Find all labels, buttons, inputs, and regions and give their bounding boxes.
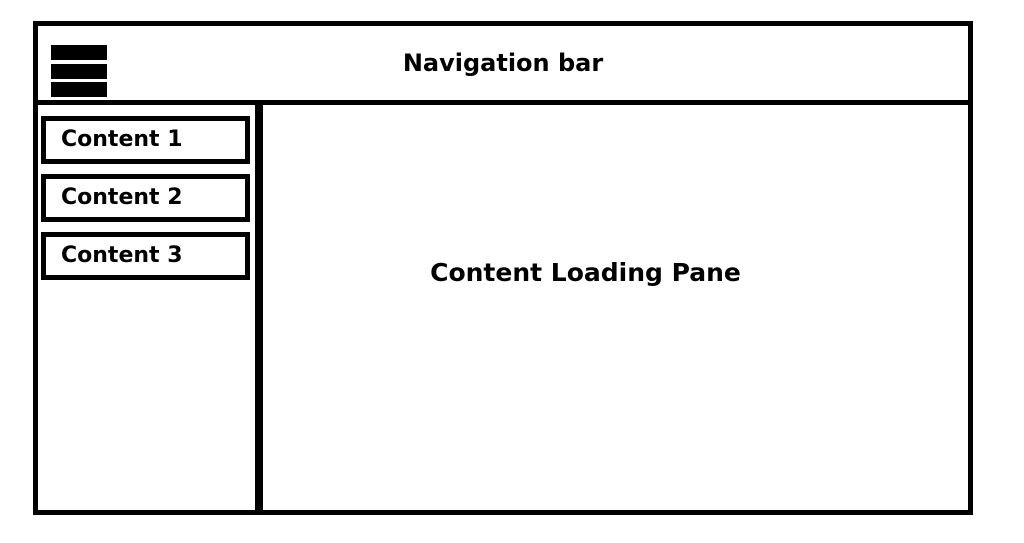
hamburger-menu-icon <box>51 45 107 60</box>
hamburger-menu-icon <box>51 82 107 97</box>
sidebar-item-content-1[interactable]: Content 1 <box>41 116 250 164</box>
hamburger-menu-button[interactable] <box>51 45 107 97</box>
navigation-bar: Navigation bar <box>38 26 968 105</box>
sidebar: Content 1 Content 2 Content 3 <box>38 105 263 510</box>
content-pane-label: Content Loading Pane <box>430 258 741 287</box>
nav-title: Navigation bar <box>402 49 604 77</box>
hamburger-menu-icon <box>51 63 107 79</box>
sidebar-item-content-2[interactable]: Content 2 <box>41 174 250 222</box>
app-window: Navigation bar Content 1 Content 2 Conte… <box>33 21 973 515</box>
sidebar-item-content-3[interactable]: Content 3 <box>41 232 250 280</box>
content-loading-pane: Content Loading Pane <box>263 105 968 510</box>
window-body: Content 1 Content 2 Content 3 Content Lo… <box>38 105 968 510</box>
